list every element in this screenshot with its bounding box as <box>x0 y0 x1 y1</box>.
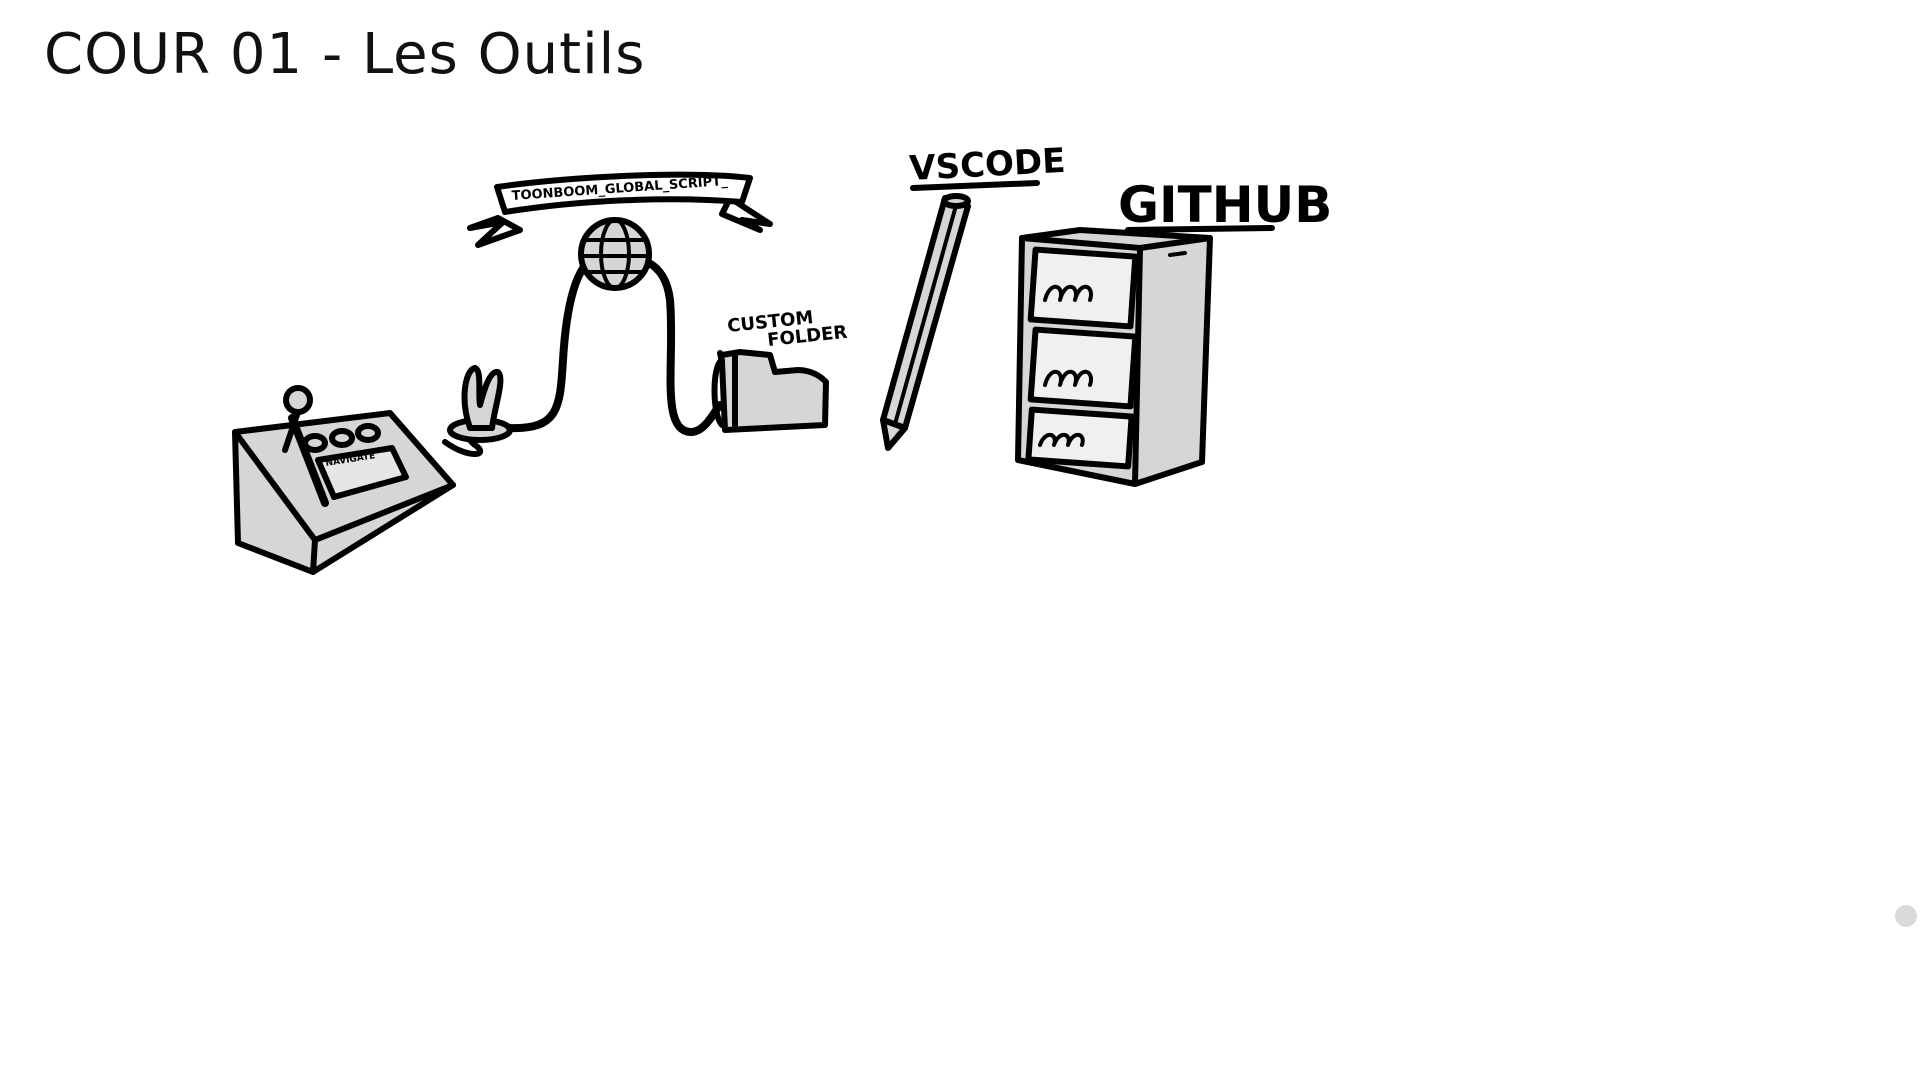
banner-ribbon <box>467 171 773 248</box>
vscode-label: VSCODE <box>908 141 1066 189</box>
plug-drawing <box>447 365 513 443</box>
slide-title: COUR 01 - Les Outils <box>44 22 646 87</box>
globe-icon <box>578 217 652 291</box>
github-cabinet-drawing <box>1015 227 1213 487</box>
pencil-icon <box>880 193 971 451</box>
slide-nav-dot[interactable] <box>1895 905 1917 927</box>
folder-icon <box>711 349 829 433</box>
github-label: GITHUB <box>1118 176 1332 234</box>
control-panel-drawing <box>232 385 456 575</box>
